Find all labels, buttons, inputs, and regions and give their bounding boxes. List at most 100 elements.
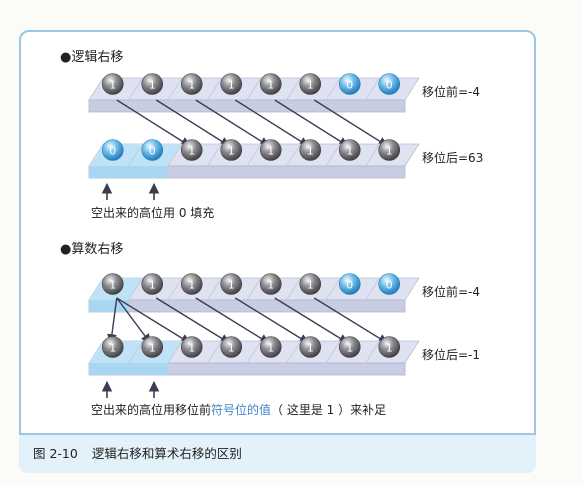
arithmetic-before-bit-label-3: 1: [228, 279, 235, 292]
arithmetic-before-vacated-front-0: [89, 300, 129, 312]
arithmetic-after-cell-divider: [365, 340, 380, 364]
logical-arrow-2: [195, 99, 270, 147]
logical-before-bit-label-3: 1: [228, 79, 235, 92]
arithmetic-after-label: 移位后=-1: [422, 347, 480, 362]
arithmetic-after-bit-label-4: 1: [267, 342, 274, 355]
logical-after-bit-label-0: 0: [109, 145, 116, 158]
arithmetic-after-bit-0: [101, 336, 124, 358]
arithmetic-before-cell-divider: [167, 277, 183, 301]
arithmetic-after-vacated-front-1: [128, 363, 168, 375]
arithmetic-before-bit-2: [180, 273, 203, 295]
arithmetic-note-suffix: （ 这里是 1 ）来补足: [271, 402, 386, 417]
arithmetic-arrow-1: [116, 297, 151, 344]
logical-after-cell-divider: [286, 143, 301, 167]
arithmetic-after-bit-4: [259, 336, 282, 358]
arithmetic-before-bit-4: [259, 273, 282, 295]
arithmetic-after-bit-1: [141, 336, 164, 358]
logical-after-bit-4: [259, 139, 282, 161]
logical-before-bit-label-6: 0: [346, 79, 353, 92]
logical-note: 空出来的高位用 0 填充: [91, 205, 214, 220]
logical-before-bit-label-2: 1: [188, 79, 195, 92]
arithmetic-after-bit-5: [299, 336, 322, 358]
arithmetic-arrow-2: [116, 297, 191, 344]
arithmetic-before-bit-label-0: 1: [109, 279, 116, 292]
arithmetic-before-cell-divider: [246, 277, 262, 301]
logical-arrow-0: [116, 99, 191, 147]
arithmetic-before-bit-0: [101, 273, 124, 295]
logical-before-cell-divider: [325, 77, 341, 101]
arithmetic-arrow-5: [234, 297, 310, 344]
arithmetic-after-bit-label-2: 1: [188, 342, 195, 355]
logical-after-bit-3: [220, 139, 243, 161]
logical-before-bit-2: [180, 73, 203, 95]
logical-before-bit-label-4: 1: [267, 79, 274, 92]
logical-arrow-5: [313, 99, 389, 147]
arithmetic-after-bit-label-1: 1: [149, 342, 156, 355]
logical-arrow-1: [155, 99, 231, 147]
arithmetic-after-bit-6: [338, 336, 361, 358]
logical-after-cell-divider: [167, 143, 183, 167]
logical-after-cell-divider: [207, 143, 222, 167]
logical-after-bit-label-6: 1: [346, 145, 353, 158]
logical-after-bit-1: [141, 139, 164, 161]
logical-after-cell-divider: [246, 143, 262, 167]
logical-after-bit-5: [299, 139, 322, 161]
logical-before-bit-0: [101, 73, 124, 95]
arithmetic-before-bit-3: [220, 273, 243, 295]
logical-before-cell-divider: [246, 77, 262, 101]
logical-after-bit-0: [101, 139, 124, 161]
arithmetic-arrow-7: [313, 297, 389, 344]
logical-after-bit-label-5: 1: [307, 145, 314, 158]
arithmetic-after-bit-2: [180, 336, 203, 358]
logical-arrow-3: [234, 99, 310, 147]
arithmetic-after-bit-7: [378, 336, 401, 358]
arithmetic-shift-arrows: [107, 297, 389, 344]
logical-after-bit-2: [180, 139, 203, 161]
arithmetic-after-cell-divider: [207, 340, 222, 364]
arithmetic-arrow-4: [195, 297, 270, 344]
logical-pointer-arrows: [101, 182, 160, 200]
logical-arrow-4: [274, 99, 349, 147]
logical-before-bit-7: [378, 73, 401, 95]
logical-before-bit-label-7: 0: [386, 79, 393, 92]
arithmetic-before-bit-5: [299, 273, 322, 295]
arithmetic-after-cell-divider: [246, 340, 262, 364]
arithmetic-pointer-arrows: [101, 380, 160, 398]
logical-after-bit-6: [338, 139, 361, 161]
arithmetic-after-bit-label-7: 1: [386, 342, 393, 355]
arithmetic-after-bit-label-0: 1: [109, 342, 116, 355]
arithmetic-heading: ●算数右移: [60, 242, 123, 257]
arithmetic-before-bit-label-4: 1: [267, 279, 274, 292]
logical-before-tray-front: [88, 99, 406, 113]
arithmetic-before-cell-divider: [325, 277, 341, 301]
logical-before-bit-5: [299, 73, 322, 95]
logical-after-bit-label-3: 1: [228, 145, 235, 158]
arithmetic-before-bit-1: [141, 273, 164, 295]
arithmetic-after-bit-3: [220, 336, 243, 358]
arithmetic-after-bit-label-3: 1: [228, 342, 235, 355]
arithmetic-after-cell-divider: [167, 340, 183, 364]
arithmetic-before-bit-label-6: 0: [346, 279, 353, 292]
arithmetic-after-bit-label-5: 1: [307, 342, 314, 355]
logical-before-bit-1: [141, 73, 164, 95]
arithmetic-before-bit-label-7: 0: [386, 279, 393, 292]
logical-before-bit-label-5: 1: [307, 79, 314, 92]
arithmetic-note-highlight: 符号位的值: [211, 402, 271, 417]
logical-after-vacated-front-0: [89, 166, 129, 178]
logical-after-bit-label-7: 1: [386, 145, 393, 158]
logical-before-cell-divider: [365, 77, 380, 101]
logical-shift-arrows: [116, 99, 389, 147]
arithmetic-before-label: 移位前=-4: [422, 284, 480, 299]
arithmetic-before-bit-6: [338, 273, 361, 295]
logical-after-bit-label-1: 0: [149, 145, 156, 158]
arithmetic-arrow-3: [155, 297, 231, 344]
logical-after-bit-label-2: 1: [188, 145, 195, 158]
arithmetic-before-cell-divider: [365, 277, 380, 301]
arithmetic-before-bit-7: [378, 273, 401, 295]
logical-before-bit-label-1: 1: [149, 79, 156, 92]
arithmetic-before-cell-divider: [128, 277, 143, 301]
